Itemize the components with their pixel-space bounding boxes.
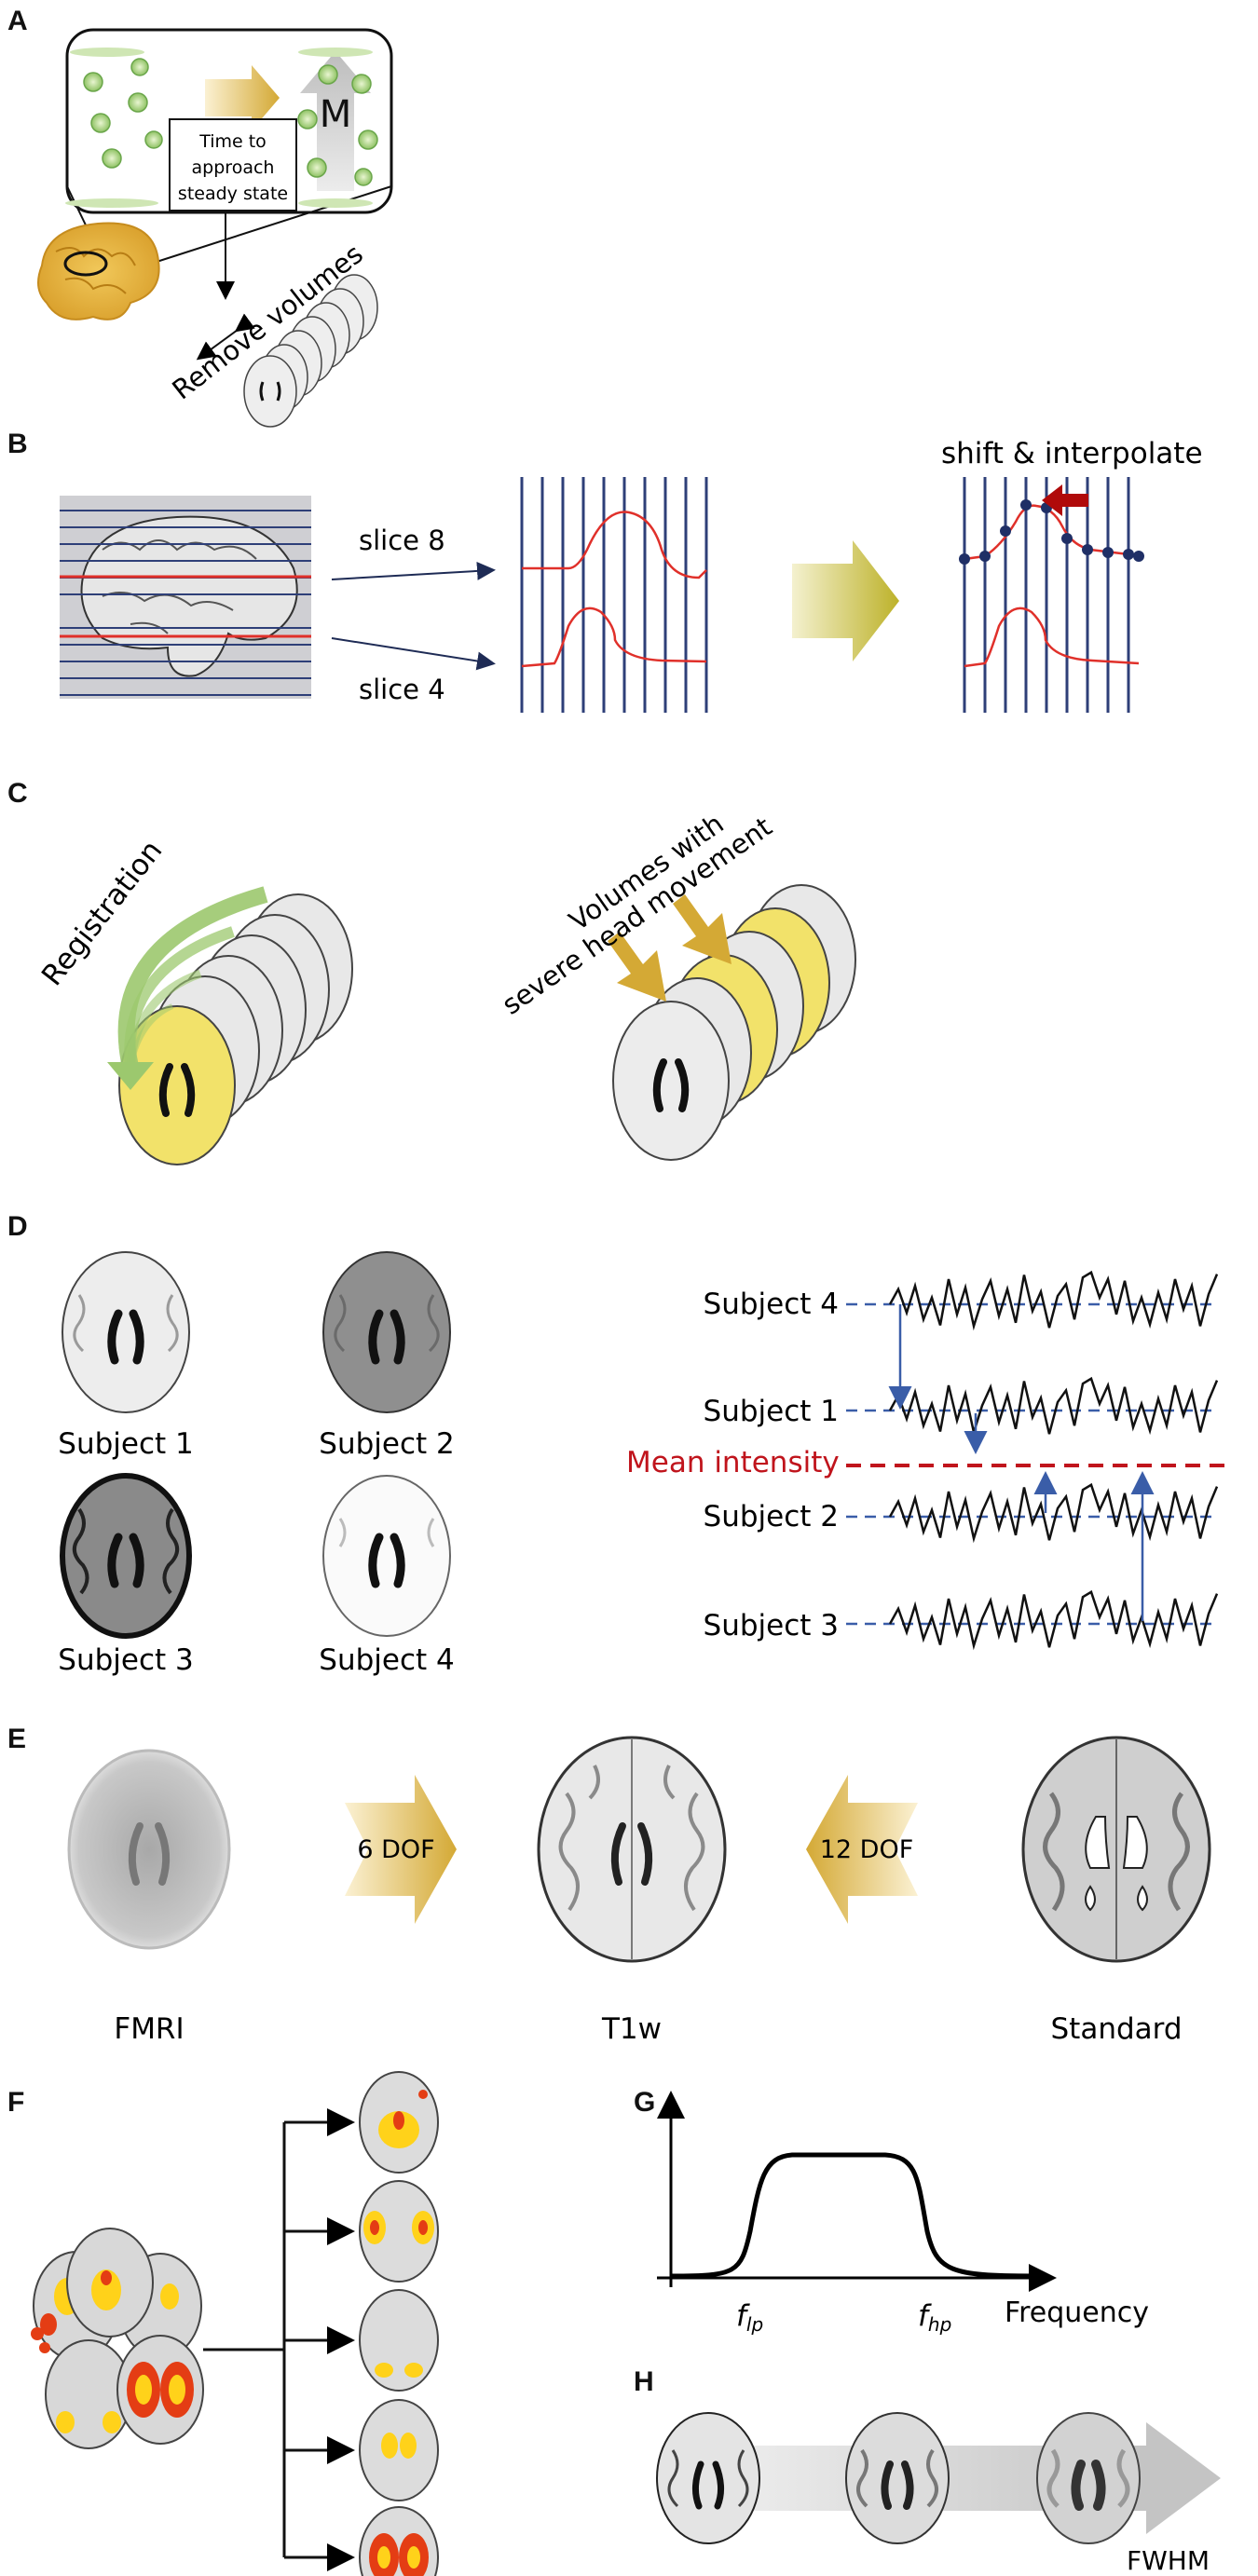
- fhp-label: fhp: [918, 2299, 951, 2336]
- trace-line-2: [888, 1376, 1219, 1438]
- trace-line-3: [888, 1482, 1219, 1544]
- bandpass-curve: [670, 2152, 1035, 2279]
- dof12-label: 12 DOF: [820, 1835, 914, 1864]
- panel-f: [31, 2071, 439, 2576]
- registration-arrowhead-icon: [107, 1062, 154, 1090]
- movement-arrow-2-icon: [673, 894, 732, 964]
- panel-label-e: E: [7, 1724, 27, 1754]
- subject-4-label: Subject 4: [319, 1643, 454, 1677]
- gold-arrow-icon: [205, 65, 280, 130]
- flp-label: flp: [736, 2299, 763, 2336]
- panel-c: Registration Volumes with severe head mo…: [35, 808, 856, 1165]
- standard-label: Standard: [1050, 2012, 1182, 2046]
- panel-label-b: B: [7, 429, 28, 459]
- shift-arrow-icon: [1042, 484, 1088, 516]
- smooth-brain-2: [845, 2412, 950, 2544]
- signal-slice-8: [522, 511, 707, 579]
- fmri-label: FMRI: [114, 2012, 184, 2046]
- dof6-arrow-icon: [345, 1775, 457, 1924]
- subject-1-label: Subject 1: [58, 1427, 193, 1461]
- component-3: [359, 2289, 439, 2392]
- panel-label-d: D: [7, 1211, 28, 1242]
- shift-interpolate-label: shift & interpolate: [941, 437, 1203, 470]
- panel-label-g: G: [634, 2087, 656, 2118]
- movement-arrow-1-icon: [608, 932, 666, 1002]
- component-2: [359, 2180, 439, 2283]
- slice-4-label: slice 4: [359, 674, 445, 705]
- subject-2-label: Subject 2: [319, 1427, 454, 1461]
- spin-balls-aligned: [297, 64, 378, 186]
- frequency-label: Frequency: [1005, 2297, 1149, 2329]
- component-1: [359, 2071, 439, 2174]
- fwhm-arrow-icon: [1146, 2422, 1221, 2534]
- shifted-signal: [964, 504, 1140, 561]
- box-line-2: approach: [192, 157, 275, 178]
- trace-label-subject-4: Subject 4: [704, 1288, 839, 1321]
- trace-label-subject-1: Subject 1: [704, 1395, 839, 1428]
- registration-arcs: [117, 886, 268, 1069]
- slice-8-label: slice 8: [359, 525, 445, 556]
- panel-a: M Time to approach steady state Remove v…: [37, 28, 393, 428]
- mean-intensity-label: Mean intensity: [626, 1446, 840, 1479]
- time-grid: [520, 477, 708, 713]
- dof6-label: 6 DOF: [357, 1835, 434, 1864]
- box-line-1: Time to: [198, 131, 267, 152]
- panel-label-c: C: [7, 778, 28, 809]
- smooth-brain-1: [656, 2412, 760, 2544]
- spin-balls-random: [83, 58, 163, 169]
- fmri-brain: [67, 1749, 231, 1950]
- component-5: [359, 2506, 439, 2576]
- movement-stack: [612, 884, 856, 1161]
- panel-label-h: H: [634, 2366, 654, 2397]
- subject-baselines: [846, 1302, 1211, 1626]
- t1w-label: T1w: [601, 2012, 662, 2046]
- olive-arrow-icon: [792, 540, 899, 661]
- fwhm-label: FWHM: [1127, 2545, 1210, 2576]
- standard-brain: [1021, 1736, 1211, 1963]
- trace-label-subject-3: Subject 3: [704, 1609, 839, 1642]
- split-arrows: [203, 2108, 355, 2571]
- interp-points: [959, 499, 1144, 565]
- subject-4-brain: [322, 1475, 451, 1637]
- brain-icon: [37, 222, 160, 320]
- panel-label-f: F: [7, 2087, 25, 2118]
- subject-2-brain: [322, 1251, 451, 1413]
- steady-state-box: [169, 118, 297, 211]
- reference-signal: [964, 607, 1140, 668]
- volume-stack: [243, 274, 378, 428]
- trace-line-4: [888, 1589, 1219, 1651]
- panel-label-a: A: [7, 6, 28, 36]
- overlapping-components: [31, 2228, 204, 2449]
- panel-g: flp fhp Frequency: [657, 2091, 1149, 2336]
- trace-line-1: [888, 1270, 1219, 1331]
- subject-3-brain: [60, 1473, 192, 1639]
- interp-grid: [963, 477, 1130, 713]
- subject-3-label: Subject 3: [58, 1643, 193, 1677]
- dof12-arrow-icon: [806, 1775, 918, 1924]
- smooth-brain-3: [1036, 2412, 1141, 2544]
- signal-slice-4: [521, 607, 707, 668]
- magnetization-label: M: [320, 93, 352, 136]
- registration-stack: [118, 893, 353, 1165]
- panel-b: slice 8 slice 4 shift & interpolate: [60, 437, 1203, 713]
- trace-label-subject-2: Subject 2: [704, 1500, 839, 1533]
- intensity-offset-arrows: [888, 1304, 1155, 1621]
- subject-1-brain: [62, 1251, 190, 1413]
- t1w-brain: [537, 1736, 727, 1963]
- subject-traces: [888, 1270, 1219, 1651]
- box-line-3: steady state: [178, 184, 288, 204]
- panel-h: FWHM: [656, 2412, 1221, 2576]
- panel-d: Subject 1 Subject 2 Subject 3 Subject 4 …: [58, 1251, 1230, 1677]
- component-4: [359, 2399, 439, 2501]
- panel-e: 6 DOF 12 DOF FMRI T1w Standard: [67, 1736, 1211, 2046]
